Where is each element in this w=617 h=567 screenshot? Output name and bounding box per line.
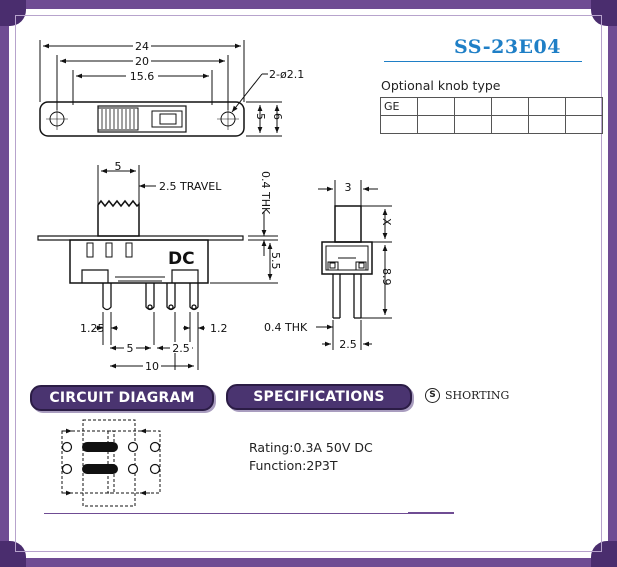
- model-number: SS-23E04: [454, 36, 561, 58]
- spec-rating: Rating:0.3A 50V DC: [249, 440, 373, 455]
- dim-2-5-side: 2.5: [339, 338, 357, 351]
- dim-6-vertical: 6: [271, 113, 284, 120]
- dim-3: 3: [345, 181, 352, 194]
- dim-20: 20: [135, 55, 149, 68]
- hole-note: 2-ø2.1: [269, 68, 304, 81]
- knob-cell: [565, 115, 603, 134]
- thk-label-side: 0.4 THK: [264, 321, 308, 334]
- frame-corner: [591, 541, 617, 567]
- dim-10: 10: [145, 360, 159, 373]
- spec-function: Function:2P3T: [249, 458, 338, 473]
- frame-corner: [0, 541, 26, 567]
- dim-15-6: 15.6: [130, 70, 155, 83]
- knob-cell: [454, 115, 492, 134]
- dim-8-9: 8.9: [380, 268, 393, 286]
- model-underline: [384, 61, 582, 62]
- side-view: 3 X 8.9 0.4 THK 2.5: [264, 180, 393, 351]
- frame-corner: [591, 0, 617, 26]
- front-view: 5 2.5 TRAVEL DC 0.4 THK 5.5: [37, 160, 282, 373]
- dim-24: 24: [135, 40, 149, 53]
- travel-label: 2.5 TRAVEL: [159, 180, 222, 193]
- top-view: 24 20 15.6 2-ø2.1: [39, 40, 304, 137]
- knob-cell: GE: [380, 97, 418, 116]
- thk-label-front: 0.4 THK: [259, 171, 272, 215]
- knob-cell: [528, 97, 566, 116]
- dc-label: DC: [168, 249, 195, 269]
- shorting-icon: S: [425, 388, 440, 403]
- knob-cell: [491, 115, 529, 134]
- knob-cell: [454, 97, 492, 116]
- knob-cell: [417, 115, 455, 134]
- shorting-indicator: S SHORTING: [425, 388, 509, 403]
- knob-cell: [528, 115, 566, 134]
- knob-cell: [565, 97, 603, 116]
- specifications-heading: SPECIFICATIONS: [226, 384, 412, 410]
- shorting-label: SHORTING: [445, 389, 510, 402]
- dim-1-2: 1.2: [210, 322, 228, 335]
- pitch-5: 5: [127, 342, 134, 355]
- dim-5-vertical: 5: [254, 113, 267, 120]
- knob-cell: [491, 97, 529, 116]
- dim-5-5: 5.5: [269, 252, 282, 270]
- dim-1-25: 1.25: [80, 322, 105, 335]
- dim-5-knob: 5: [115, 160, 122, 173]
- knob-cell: [417, 97, 455, 116]
- pitch-2-5: 2.5: [172, 342, 190, 355]
- bottom-divider: [44, 513, 454, 514]
- circuit-diagram: [61, 419, 161, 507]
- dim-x: X: [380, 218, 393, 226]
- bottom-divider-accent: [408, 512, 454, 514]
- circuit-diagram-heading: CIRCUIT DIAGRAM: [30, 385, 214, 411]
- knob-type-title: Optional knob type: [381, 78, 501, 93]
- knob-type-table: GE: [380, 97, 603, 134]
- knob-cell: [380, 115, 418, 134]
